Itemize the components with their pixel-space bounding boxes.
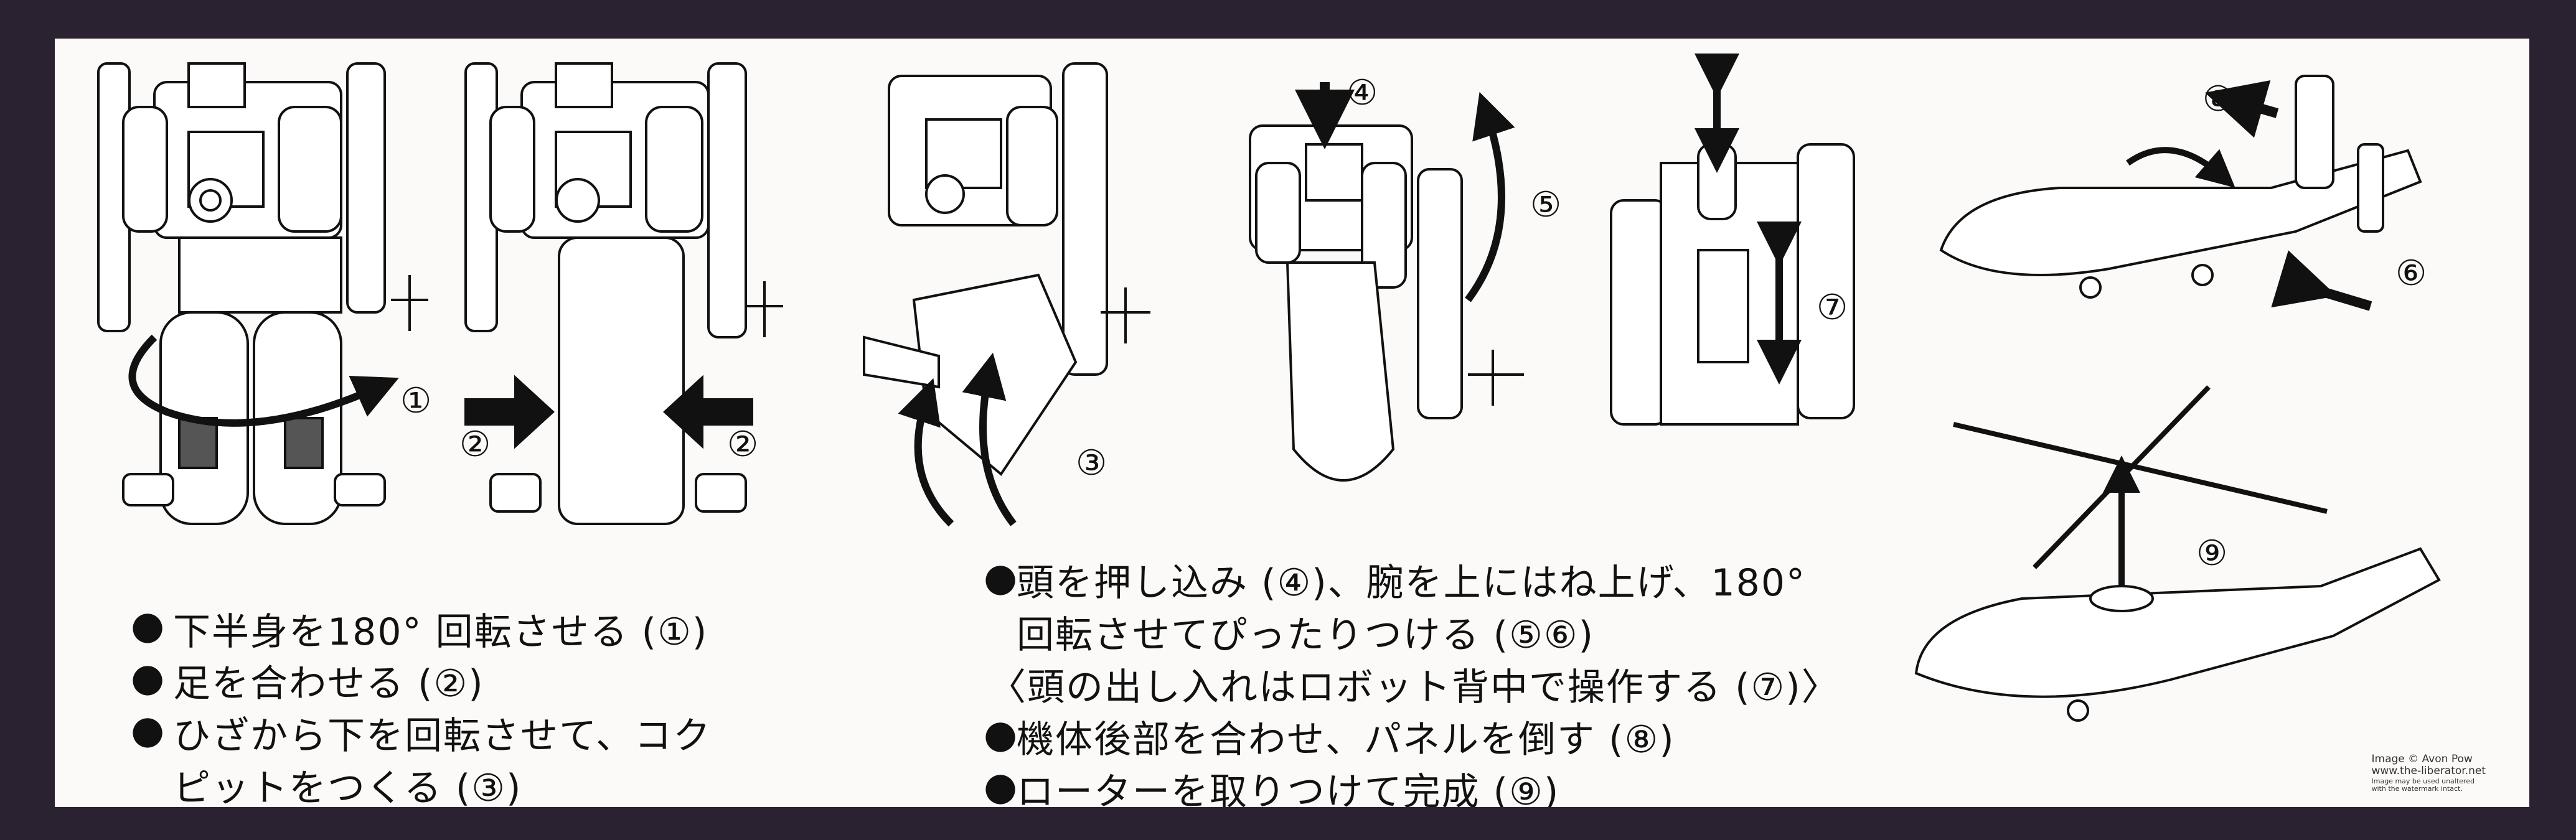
instruction-step-5-6: 回転させてぴったりつける (⑤⑥) — [1017, 614, 1595, 657]
credit-line-2: www.the-liberator.net — [2371, 765, 2486, 778]
marker-step-9: ⑨ — [2196, 533, 2228, 574]
instruction-step-3b: ピットをつくる (③) — [173, 767, 522, 807]
marker-step-6: ⑥ — [2395, 253, 2427, 294]
figure-step-1-robot — [97, 62, 428, 525]
instruction-step-3a: ひざから下を回転させて、コク — [173, 714, 712, 758]
instruction-step-1: 下半身を180° 回転させる (①) — [173, 610, 708, 654]
instruction-step-4-5: 頭を押し込み (④)、腕を上にはね上げ、180° — [1017, 561, 1806, 605]
figure-step-9-helicopter — [1914, 385, 2441, 722]
figure-step-3-robot — [863, 62, 1150, 527]
marker-step-7: ⑦ — [1817, 287, 1848, 328]
instruction-step-2: 足を合わせる (②) — [173, 662, 484, 706]
credit-line-1: Image © Avon Pow — [2371, 752, 2473, 765]
credit-line-3: Image may be used unaltered — [2371, 777, 2475, 785]
instruction-sheet: ① ② ② ③ ④ ⑤ ⑥ ⑦ ⑧ ⑨ ● 下半身を180° 回転させる (①)… — [55, 39, 2529, 807]
marker-step-1: ① — [400, 381, 432, 421]
marker-step-8: ⑧ — [2202, 79, 2234, 119]
figure-step-7-back — [1610, 54, 1855, 426]
bullet-right-2: ● — [984, 711, 1018, 757]
figure-step-4-5-robot — [1249, 82, 1524, 482]
image-credit: Image © Avon Pow www.the-liberator.net I… — [2371, 752, 2486, 793]
instruction-step-9: ローターを取りつけて完成 (⑨) — [1017, 770, 1560, 807]
marker-step-5: ⑤ — [1530, 185, 1562, 225]
marker-step-2-right: ② — [727, 424, 759, 465]
bullet-left-2: ● — [131, 655, 165, 700]
figure-step-2-robot — [464, 62, 783, 525]
bullet-right-1: ● — [984, 554, 1018, 600]
credit-line-4: with the watermark intact. — [2371, 785, 2463, 793]
marker-step-3: ③ — [1076, 443, 1107, 483]
marker-step-4: ④ — [1347, 73, 1378, 113]
bullet-left-3: ● — [131, 707, 165, 752]
marker-step-2-left: ② — [459, 424, 491, 465]
instruction-note-7: 〈頭の出し入れはロボット背中で操作する (⑦)〉 — [989, 666, 1840, 709]
bullet-left-1: ● — [131, 602, 165, 648]
figure-step-6-8-helicopter — [1939, 75, 2422, 311]
instruction-step-8: 機体後部を合わせ、パネルを倒す (⑧) — [1017, 718, 1675, 762]
illustrations — [97, 54, 2441, 722]
bullet-right-3: ● — [984, 763, 1018, 807]
